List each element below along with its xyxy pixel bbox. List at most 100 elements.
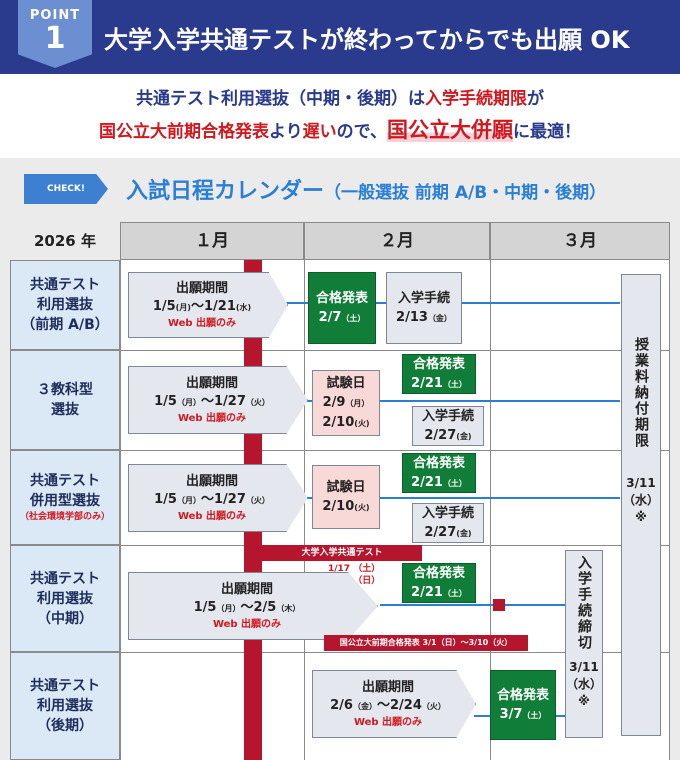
pass-title: 合格発表 [315,290,368,306]
pass-announcement-box: 合格発表 2/21（土） [402,453,476,493]
national-univ-announcement-label: 国公立大前期合格発表 3/1（日）〜3/10（火） [324,635,528,651]
intro-text: に最適！ [513,122,581,142]
timeline-line [290,400,620,402]
web-only-note: Web 出願のみ [167,317,237,329]
row-label-note: （社会環境学部のみ） [19,512,110,522]
application-period-box: 出願期間 2/6（金）〜2/24（火） Web 出願のみ [312,670,476,738]
pass-date: 2/7（土） [318,309,366,325]
enrollment-deadline-column: 入学手続締切 3/11 （水） ※ [565,550,603,738]
pass-title: 合格発表 [412,356,465,372]
intro-emphasis: 入学手続期限 [425,89,527,109]
deadline-dow: （水） [566,677,603,691]
row-divider [120,350,670,351]
pass-announcement-box: 合格発表 2/7（土） [308,272,376,344]
pass-announcement-box: 合格発表 3/7（土） [490,670,556,740]
tuition-date: 3/11 [626,476,656,490]
point-label: POINT [29,8,81,23]
exam-title: 試験日 [326,479,366,495]
pass-announcement-box: 合格発表 2/21（土） [402,563,476,603]
row-label-line: ３教科型 [37,382,93,398]
national-univ-marker [493,599,505,611]
row-label-line: 利用選抜 [37,698,93,714]
pass-date: 2/21（土） [411,474,467,490]
intro-highlight: 国公立大併願 [387,118,513,142]
pass-title: 合格発表 [496,687,549,703]
period-title: 出願期間 [185,473,238,489]
exam-date-box: 試験日 2/9（月） 2/10(火) [312,370,380,436]
row-label-line: 共通テスト [30,277,100,293]
intro-text: ので、 [336,122,387,142]
web-only-note: Web 出願のみ [177,412,247,424]
row-label-line: 利用選抜 [37,590,93,607]
deadline-label: 入学手続締切 [576,555,592,651]
row-label-three-subject: ３教科型 選抜 [10,350,120,450]
tuition-dow: （水） [622,493,659,507]
pass-title: 合格発表 [412,565,465,581]
pass-title: 合格発表 [412,455,465,471]
exam-date-box: 試験日 2/10(火) [312,465,380,529]
row-label-combined: 共通テスト 併用型選抜 （社会環境学部のみ） [10,450,120,545]
row-label-late: 共通テスト 利用選抜 （後期） [10,652,120,760]
proc-title: 入学手続 [421,505,474,521]
row-label-line: 併用型選抜 [30,493,100,509]
pass-date: 2/21（土） [411,375,467,391]
pass-date: 3/7（土） [499,706,547,722]
calendar-title: 入試日程カレンダー（一般選抜 前期 A/B・中期・後期） [126,173,606,205]
period-title: 出願期間 [175,280,228,296]
timeline-line [290,497,620,499]
month-header-jan: １月 [120,222,304,260]
web-only-note: Web 出願のみ [212,618,282,630]
row-label-line: 共通テスト [30,473,100,489]
enrollment-procedure-box: 入学手続 2/13（金） [386,272,462,344]
deadline-note-mark: ※ [578,694,590,708]
row-label-line: 選抜 [51,402,79,418]
point-number: 1 [44,21,66,56]
proc-title: 入学手続 [397,290,450,306]
row-label-mid: 共通テスト 利用選抜 （中期） [10,545,120,652]
intro-line-2: 国公立大前期合格発表より遅いので、国公立大併願に最適！ [0,114,680,144]
exam-date: 2/10(火) [322,498,370,514]
pass-date: 2/21（土） [411,584,467,600]
header-title: 大学入学共通テストが終わってからでも出願 OK [104,26,630,54]
calendar-subtitle: （一般選抜 前期 A/B・中期・後期） [324,183,607,203]
intro-text: 共通テスト利用選抜（中期・後期）は [136,89,425,109]
intro-emphasis: 遅い [302,122,337,142]
row-label-line: 共通テスト [30,678,100,694]
deadline-date: 3/11 [569,660,599,674]
application-period-box: 出願期間 1/5（月）〜1/27（火） Web 出願のみ [128,464,308,532]
row-divider [120,652,670,653]
header-banner [0,0,680,74]
application-period-box: 出願期間 1/5（月）〜1/27（火） Web 出願のみ [128,366,308,434]
month-header-mar: ３月 [490,222,670,260]
row-label-line: 利用選抜 [37,297,93,313]
intro-text: より [269,122,303,142]
timeline-line [380,604,565,606]
proc-title: 入学手続 [421,408,474,424]
intro-text: が [527,89,544,109]
period-dates: 1/5(月)〜1/21(水) [152,298,252,314]
row-label-line: （後期） [37,718,93,734]
web-only-note: Web 出願のみ [353,716,423,728]
row-label-line: （前期 A/B） [21,317,109,333]
tuition-note-mark: ※ [635,510,647,524]
period-title: 出願期間 [185,375,238,391]
proc-date: 2/27(金) [424,524,472,540]
exam-title: 試験日 [326,375,366,391]
tuition-label: 授業料納付期限 [633,337,649,449]
month-divider [490,260,491,760]
row-label-first-ab: 共通テスト 利用選抜 （前期 A/B） [10,260,120,350]
pass-announcement-box: 合格発表 2/21（土） [402,354,476,394]
web-only-note: Web 出願のみ [177,510,247,522]
application-period-box: 出願期間 1/5（月）〜2/5（木） Web 出願のみ [128,572,378,640]
period-dates: 1/5（月）〜1/27（火） [154,491,270,507]
period-dates: 1/5（月）〜1/27（火） [154,393,270,409]
check-arrow-badge: CHECK! [24,174,108,204]
row-label-line: （中期） [37,610,93,627]
calendar-title-main: 入試日程カレンダー [126,179,325,204]
exam-date: 2/9（月） [322,394,370,410]
common-test-label: 大学入学共通テスト [262,545,422,561]
intro-line-1: 共通テスト利用選抜（中期・後期）は入学手続期限が [0,84,680,109]
proc-date: 2/13（金） [396,309,452,325]
exam-date: 2/10(火) [322,414,370,430]
intro-emphasis: 国公立大前期合格発表 [99,122,269,142]
